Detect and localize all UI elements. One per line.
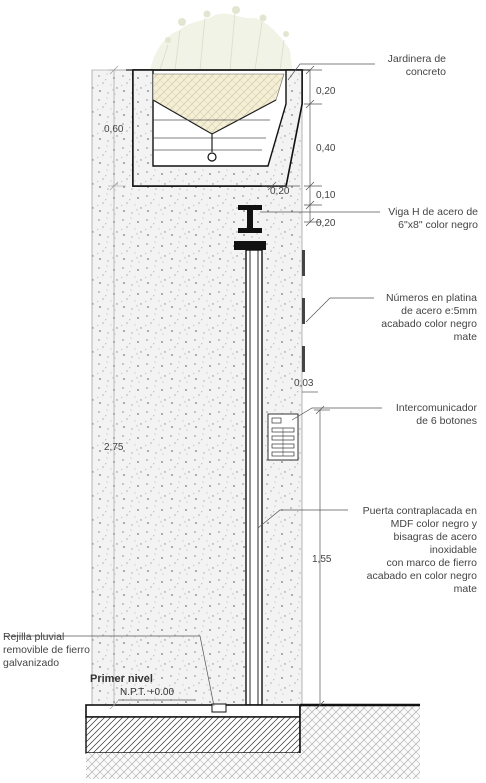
- svg-text:Viga H de acero de: Viga H de acero de: [388, 206, 478, 218]
- label-intercom-2: de 6 botones: [416, 415, 477, 427]
- label-puerta-6: acabado en color negro: [367, 570, 477, 582]
- leader-lines: [4, 63, 382, 707]
- svg-text:mate: mate: [454, 583, 478, 595]
- svg-text:0,60: 0,60: [104, 124, 124, 135]
- label-rejilla-2: removible de fierro: [3, 644, 90, 656]
- dimension-lines-left: [108, 65, 126, 710]
- level-name: Primer nivel: [90, 673, 153, 685]
- svg-text:Rejilla pluvial: Rejilla pluvial: [3, 631, 64, 643]
- number-plates: [302, 250, 305, 372]
- label-viga-1: Viga H de acero de: [388, 206, 478, 218]
- dimension-texts: 0,20 0,40 0,10 0,20 0,20 0,03 1,55 0,60 …: [104, 86, 336, 565]
- ground-section: [85, 703, 420, 779]
- label-numeros-3: acabado color negro: [381, 318, 477, 330]
- svg-text:Primer nivel: Primer nivel: [90, 673, 153, 685]
- label-puerta-1: Puerta contraplacada en: [363, 505, 478, 517]
- svg-text:bisagras de acero: bisagras de acero: [394, 531, 478, 543]
- label-jardinera-1: Jardinera de: [388, 53, 447, 65]
- dim-0-40: 0,40: [316, 143, 336, 154]
- svg-text:Jardinera de: Jardinera de: [388, 53, 447, 65]
- label-rejilla-3: galvanizado: [3, 657, 59, 669]
- svg-text:0,03: 0,03: [294, 378, 314, 389]
- svg-text:removible de fierro: removible de fierro: [3, 644, 90, 656]
- door-panel: [245, 249, 263, 706]
- svg-text:N.P.T. +0.00: N.P.T. +0.00: [120, 687, 174, 698]
- dim-left-0-60: 0,60: [104, 124, 124, 135]
- svg-text:6"x8" color negro: 6"x8" color negro: [398, 219, 478, 231]
- dimension-lines-right: [262, 65, 330, 710]
- door-frame-head: [234, 241, 266, 250]
- dim-0-20-c: 0,20: [270, 186, 290, 197]
- label-puerta-3: bisagras de acero: [394, 531, 478, 543]
- svg-text:acabado color negro: acabado color negro: [381, 318, 477, 330]
- svg-text:concreto: concreto: [406, 66, 446, 78]
- label-puerta-7: mate: [454, 583, 478, 595]
- svg-text:0,20: 0,20: [270, 186, 290, 197]
- dim-left-2-75: 2,75: [104, 442, 124, 453]
- label-puerta-5: con marco de fierro: [387, 557, 478, 569]
- svg-text:con marco de fierro: con marco de fierro: [387, 557, 478, 569]
- steel-h-beam: [238, 205, 262, 233]
- svg-text:de acero e:5mm: de acero e:5mm: [401, 305, 477, 317]
- svg-text:MDF color negro y: MDF color negro y: [391, 518, 478, 530]
- label-rejilla-1: Rejilla pluvial: [3, 631, 64, 643]
- svg-text:1,55: 1,55: [312, 554, 332, 565]
- label-numeros-4: mate: [454, 331, 478, 343]
- svg-text:0,10: 0,10: [316, 190, 336, 201]
- label-viga-2: 6"x8" color negro: [398, 219, 478, 231]
- plants-illustration: [150, 6, 292, 71]
- level-npt: N.P.T. +0.00: [120, 687, 174, 698]
- svg-text:0,40: 0,40: [316, 143, 336, 154]
- svg-text:Intercomunicador: Intercomunicador: [396, 402, 478, 414]
- drain-grate: [211, 703, 227, 713]
- dim-1-55: 1,55: [312, 554, 332, 565]
- label-intercom-1: Intercomunicador: [396, 402, 478, 414]
- svg-text:2,75: 2,75: [104, 442, 124, 453]
- intercom-panel: [267, 413, 299, 461]
- annotation-labels: Jardinera de concreto Viga H de acero de…: [3, 53, 478, 698]
- svg-text:Números en platina: Números en platina: [386, 292, 477, 304]
- svg-text:mate: mate: [454, 331, 478, 343]
- svg-text:inoxidable: inoxidable: [430, 544, 477, 556]
- label-numeros-1: Números en platina: [386, 292, 477, 304]
- label-puerta-4: inoxidable: [430, 544, 477, 556]
- svg-text:0,20: 0,20: [316, 218, 336, 229]
- dim-0-20-a: 0,20: [316, 86, 336, 97]
- planter-drainage: [152, 99, 277, 162]
- label-puerta-2: MDF color negro y: [391, 518, 478, 530]
- svg-text:Puerta contraplacada en: Puerta contraplacada en: [363, 505, 478, 517]
- svg-text:acabado en color negro: acabado en color negro: [367, 570, 477, 582]
- svg-text:galvanizado: galvanizado: [3, 657, 59, 669]
- label-numeros-2: de acero e:5mm: [401, 305, 477, 317]
- dim-0-10: 0,10: [316, 190, 336, 201]
- svg-text:de 6 botones: de 6 botones: [416, 415, 477, 427]
- dim-0-03: 0,03: [294, 378, 314, 389]
- label-jardinera-2: concreto: [406, 66, 446, 78]
- svg-text:0,20: 0,20: [316, 86, 336, 97]
- dim-0-20-b: 0,20: [316, 218, 336, 229]
